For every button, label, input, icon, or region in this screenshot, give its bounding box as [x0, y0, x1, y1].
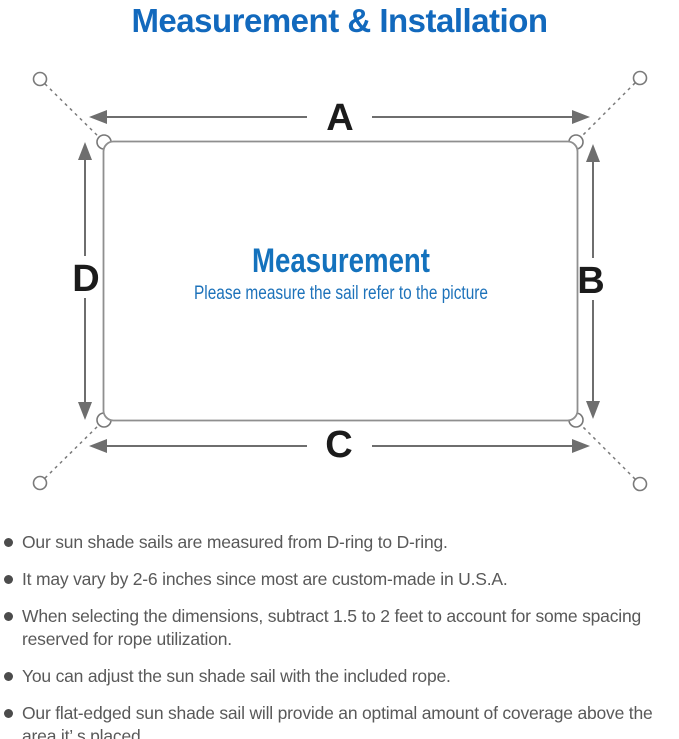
bullet-icon	[4, 538, 13, 547]
bullet-icon	[4, 612, 13, 621]
arrowhead-right-icon	[572, 439, 590, 453]
dimension-label-b: B	[577, 260, 604, 302]
notes-list: Our sun shade sails are measured from D-…	[4, 531, 673, 739]
arrowhead-down-icon	[78, 402, 92, 420]
rope-dashed-line-top-left	[39, 78, 105, 143]
sail-outline	[102, 140, 579, 422]
rope-dashed-line-top-right	[575, 77, 641, 143]
rope-dashed-line-bottom-right	[575, 419, 641, 485]
diagram-center-title: Measurement	[252, 242, 430, 280]
anchor-point-icon-top-right	[632, 70, 648, 86]
arrowhead-left-icon	[89, 110, 107, 124]
anchor-point-icon-bottom-left	[32, 475, 48, 491]
page-title: Measurement & Installation	[131, 2, 548, 39]
dimension-arrow-bottom	[89, 439, 590, 453]
note-text: Our flat-edged sun shade sail will provi…	[22, 703, 653, 739]
diagram-center-subtitle: Please measure the sail refer to the pic…	[194, 283, 488, 304]
note-item: Our flat-edged sun shade sail will provi…	[4, 702, 673, 739]
note-item: When selecting the dimensions, subtract …	[4, 605, 673, 651]
bullet-icon	[4, 672, 13, 681]
dimension-label-d: D	[72, 258, 99, 300]
note-item: Our sun shade sails are measured from D-…	[4, 531, 673, 554]
dimension-arrow-left	[78, 142, 92, 420]
sail-measurement-diagram: A B C D Measurement Please measure the s…	[32, 70, 648, 492]
anchor-points	[32, 70, 648, 492]
dimension-arrow-top	[89, 110, 590, 124]
dimension-label-a: A	[326, 97, 353, 139]
bullet-icon	[4, 575, 13, 584]
arrowhead-left-icon	[89, 439, 107, 453]
arrowhead-up-icon	[78, 142, 92, 160]
anchor-point-icon-bottom-right	[632, 476, 648, 492]
note-text: You can adjust the sun shade sail with t…	[22, 666, 451, 686]
note-text: When selecting the dimensions, subtract …	[22, 606, 642, 649]
bullet-icon	[4, 709, 13, 718]
arrowhead-down-icon	[586, 401, 600, 419]
dimension-arrow-right	[586, 144, 600, 419]
rope-dashed-lines	[39, 77, 641, 485]
note-item: You can adjust the sun shade sail with t…	[4, 665, 673, 688]
arrowhead-up-icon	[586, 144, 600, 162]
note-text: Our sun shade sails are measured from D-…	[22, 532, 448, 552]
note-text: It may vary by 2-6 inches since most are…	[22, 569, 508, 589]
note-item: It may vary by 2-6 inches since most are…	[4, 568, 673, 591]
dimension-label-c: C	[325, 424, 352, 466]
arrowhead-right-icon	[572, 110, 590, 124]
rope-dashed-line-bottom-left	[39, 419, 105, 484]
anchor-point-icon-top-left	[32, 71, 48, 87]
